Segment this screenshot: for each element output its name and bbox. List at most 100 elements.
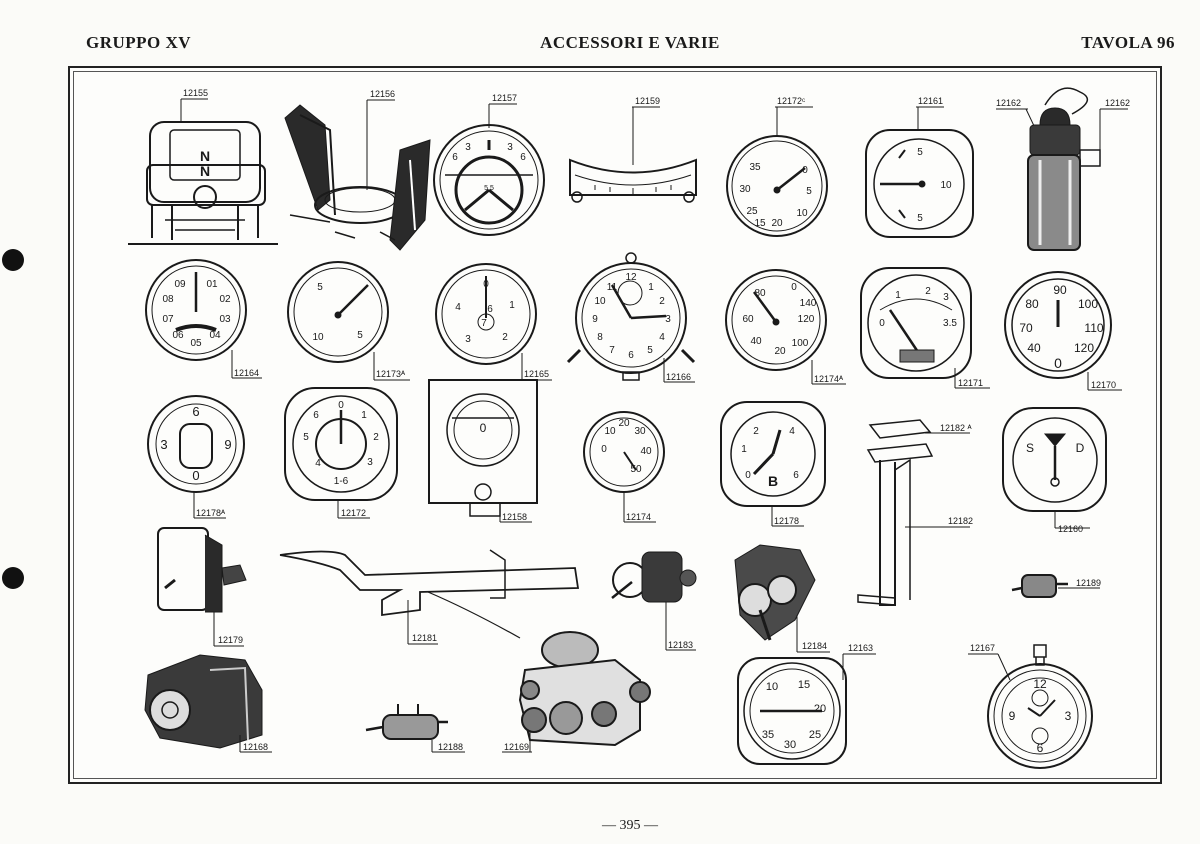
svg-text:6: 6 <box>520 152 526 163</box>
group-title: GRUPPO XV <box>86 33 192 52</box>
svg-text:7: 7 <box>481 318 487 329</box>
svg-text:5: 5 <box>357 330 363 341</box>
svg-text:0: 0 <box>745 470 751 481</box>
svg-text:70: 70 <box>1019 321 1033 335</box>
svg-text:12178ᴬ: 12178ᴬ <box>196 508 226 518</box>
part-12182-bracket: 12182 ᴬ 12182 <box>857 419 973 606</box>
svg-text:B: B <box>768 473 778 489</box>
part-12156-mount-bracket: 12156 <box>284 89 431 251</box>
part-12178-gauge: 0 2 4 6 1 B 12178 <box>720 401 826 527</box>
svg-text:80: 80 <box>1025 297 1039 311</box>
svg-text:20: 20 <box>774 346 786 357</box>
svg-text:2: 2 <box>502 332 508 343</box>
svg-text:0: 0 <box>338 400 344 411</box>
svg-text:9: 9 <box>224 437 231 452</box>
plate-number: TAVOLA 96 <box>1081 33 1175 52</box>
svg-text:0: 0 <box>192 468 199 483</box>
svg-text:12172ᶜ: 12172ᶜ <box>777 96 805 106</box>
part-12155-compass: 12155 N N <box>128 88 278 245</box>
svg-text:3.5: 3.5 <box>943 318 957 329</box>
svg-text:6: 6 <box>487 304 493 315</box>
svg-text:30: 30 <box>739 184 751 195</box>
part-12188-filter: 12188 <box>365 704 465 753</box>
svg-text:3: 3 <box>367 457 373 468</box>
svg-text:08: 08 <box>162 294 174 305</box>
svg-text:12166: 12166 <box>666 372 691 382</box>
svg-text:5: 5 <box>317 282 323 293</box>
section-title: ACCESSORI E VARIE <box>540 33 720 52</box>
part-12181-pitot-tube: 12181 <box>279 549 580 645</box>
svg-text:15: 15 <box>754 218 766 229</box>
svg-text:10: 10 <box>312 332 324 343</box>
svg-text:90: 90 <box>1053 283 1067 297</box>
part-12171-gauge: 0 1 2 3 3.5 12171 <box>860 267 990 389</box>
svg-text:12182 ᴬ: 12182 ᴬ <box>940 423 973 433</box>
punch-hole-top <box>2 249 24 271</box>
svg-text:40: 40 <box>750 336 762 347</box>
svg-text:12182: 12182 <box>948 516 973 526</box>
svg-text:1: 1 <box>741 444 747 455</box>
punch-hole-bottom <box>2 567 24 589</box>
svg-text:05: 05 <box>190 338 202 349</box>
svg-text:5 5: 5 5 <box>484 185 494 192</box>
part-12166-gauge: 12 3 6 9 1 2 4 5 7 8 10 11 12166 <box>566 252 696 383</box>
svg-text:12162: 12162 <box>996 98 1021 108</box>
svg-text:12181: 12181 <box>412 633 437 643</box>
part-12168-motor: 12168 <box>144 654 272 753</box>
svg-text:5: 5 <box>647 345 653 356</box>
svg-text:12168: 12168 <box>243 742 268 752</box>
svg-text:12174ᴬ: 12174ᴬ <box>814 374 844 384</box>
svg-text:10: 10 <box>796 208 808 219</box>
svg-text:15: 15 <box>798 679 810 691</box>
svg-text:0: 0 <box>791 282 797 293</box>
part-12164-gauge: 09 01 08 02 07 03 06 04 05 12164 <box>145 259 262 379</box>
part-12163-clock: 12163 15 10 20 35 30 25 <box>737 643 876 765</box>
svg-text:03: 03 <box>219 314 231 325</box>
part-12174A-gauge: 80 60 40 20 0 100 120 140 12174ᴬ <box>725 269 846 385</box>
svg-text:2: 2 <box>659 296 665 307</box>
part-12165-gauge: 0 1 2 3 4 6 7 12165 <box>435 263 552 381</box>
svg-text:12164: 12164 <box>234 368 259 378</box>
svg-text:2: 2 <box>373 432 379 443</box>
svg-text:0: 0 <box>1054 355 1062 371</box>
svg-text:25: 25 <box>746 206 758 217</box>
page-number: — 395 — <box>602 818 658 833</box>
svg-text:12169: 12169 <box>504 742 529 752</box>
part-12183-pump: 12183 <box>611 551 697 651</box>
svg-text:25: 25 <box>809 729 821 741</box>
svg-text:1: 1 <box>509 300 515 311</box>
svg-text:0: 0 <box>480 421 487 435</box>
svg-text:40: 40 <box>1027 341 1041 355</box>
part-12189-filter: 12189 <box>1011 574 1101 598</box>
svg-text:30: 30 <box>634 426 646 437</box>
svg-text:7: 7 <box>609 345 615 356</box>
svg-text:N: N <box>200 163 210 179</box>
part-12178A-gauge: 6 3 9 0 12178ᴬ <box>147 395 245 519</box>
svg-text:12: 12 <box>625 272 637 283</box>
svg-text:12160: 12160 <box>1058 524 1083 534</box>
svg-text:6: 6 <box>452 152 458 163</box>
part-12157-artificial-horizon: 12157 6 3 3 6 5 5 <box>433 93 545 236</box>
svg-text:3: 3 <box>465 334 471 345</box>
svg-text:0: 0 <box>601 444 607 455</box>
svg-text:100: 100 <box>792 338 809 349</box>
part-12162-oxygen-bottle: 12162 12162 <box>996 87 1130 251</box>
svg-text:35: 35 <box>762 729 774 741</box>
svg-text:3: 3 <box>465 142 471 153</box>
svg-text:12155: 12155 <box>183 88 208 98</box>
svg-text:3: 3 <box>665 314 671 325</box>
svg-text:140: 140 <box>800 298 817 309</box>
svg-text:1: 1 <box>895 290 901 301</box>
svg-text:4: 4 <box>789 426 795 437</box>
svg-text:12178: 12178 <box>774 516 799 526</box>
svg-text:12188: 12188 <box>438 742 463 752</box>
svg-text:100: 100 <box>1078 297 1098 311</box>
svg-text:6: 6 <box>793 470 799 481</box>
svg-text:S: S <box>1026 441 1034 455</box>
svg-text:12163: 12163 <box>848 643 873 653</box>
svg-text:12161: 12161 <box>918 96 943 106</box>
svg-text:6: 6 <box>192 404 199 419</box>
svg-text:35: 35 <box>749 162 761 173</box>
svg-text:20: 20 <box>618 418 630 429</box>
